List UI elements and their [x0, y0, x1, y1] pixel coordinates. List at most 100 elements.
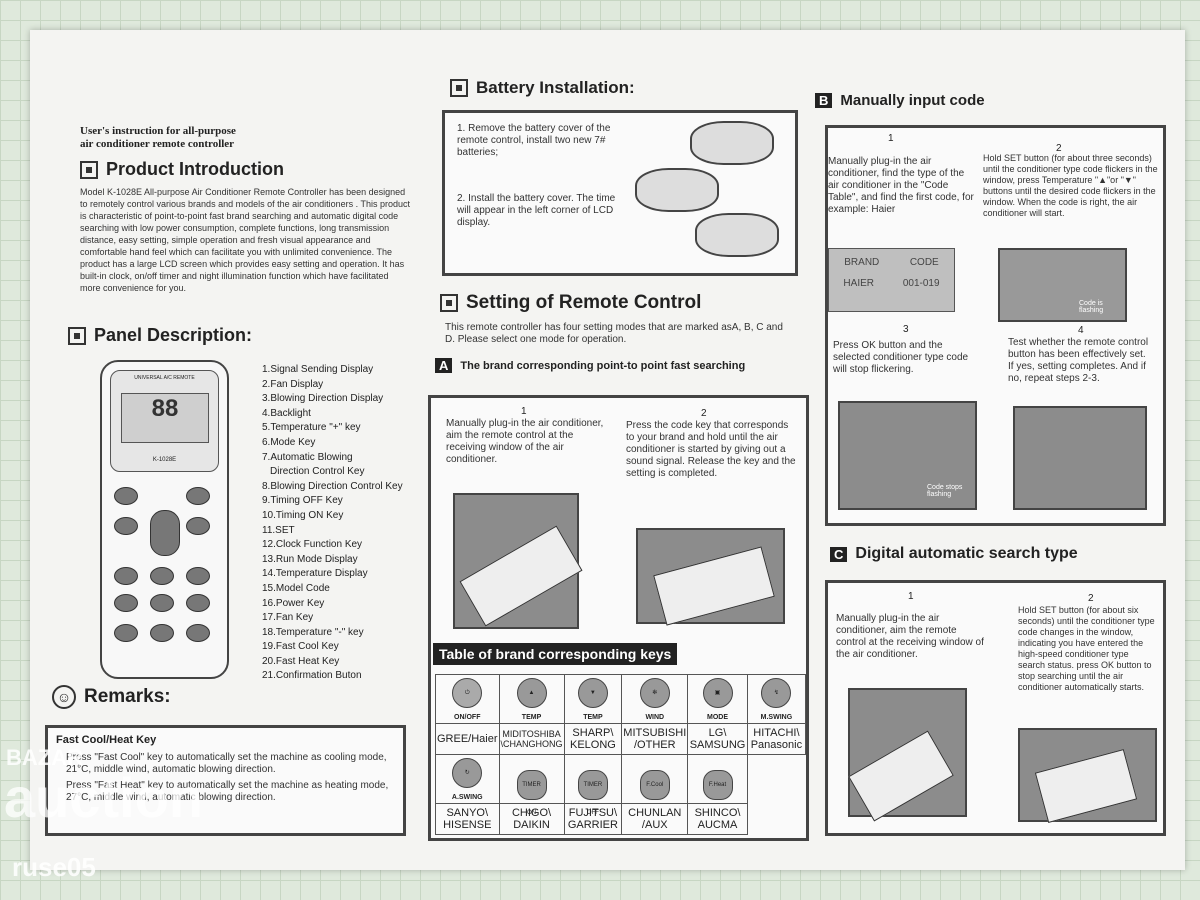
- battery-step-1: 1. Remove the battery cover of the remot…: [457, 123, 611, 158]
- remote-button-row-5: [114, 624, 210, 642]
- remote-button[interactable]: [186, 594, 210, 612]
- table-cell: ✻WIND: [621, 674, 689, 724]
- remote-screen-frame: UNIVERSAL A/C REMOTE 88 K-1028E: [110, 370, 219, 472]
- battery-illustration-2: [635, 168, 719, 212]
- battery-illustration-3: [695, 213, 779, 257]
- table-cell: F.Heat: [687, 754, 748, 804]
- remarks-title: Remarks:: [84, 686, 171, 707]
- key-label: M.SWING: [760, 714, 793, 721]
- remote-button[interactable]: [114, 517, 138, 535]
- mode-b-illustration-2: Code is flashing: [998, 248, 1127, 322]
- remote-button[interactable]: [186, 487, 210, 505]
- table-row: ⏻ON/OFF ▲TEMP ▼TEMP ✻WIND ▣MODE ↯M.SWING: [435, 674, 807, 724]
- mode-b-letter: B: [815, 93, 833, 108]
- remote-button[interactable]: [114, 487, 138, 505]
- product-intro-heading: Product Introduction: [80, 159, 410, 180]
- intro-panel: User's instruction for all-purpose air c…: [80, 125, 410, 294]
- battery-step-2: 2. Install the battery cover. The time w…: [457, 193, 616, 228]
- section-square-icon: [450, 79, 468, 97]
- key-label: TEMP: [521, 714, 542, 721]
- triangle-down-icon: ▼: [577, 678, 608, 708]
- smiley-icon: ☺: [52, 685, 76, 709]
- flash-caption-1: Code is flashing: [1079, 300, 1104, 314]
- key-label: TEMP: [583, 714, 603, 721]
- power-icon: ⏻: [452, 678, 483, 708]
- table-cell: TIMER OFF: [563, 754, 623, 816]
- panel-item: 19.Fast Cool Key: [262, 641, 339, 653]
- brand-cell: CHUNLAN /AUX: [621, 803, 689, 835]
- panel-item: 12.Clock Function Key: [262, 539, 363, 551]
- panel-items-list: 1.Signal Sending Display 2.Fan Display 3…: [262, 363, 412, 684]
- section-square-icon: [68, 326, 86, 345]
- code-value: 001-019: [902, 278, 940, 289]
- mode-b-step-3: Press OK button and the selected conditi…: [833, 340, 969, 375]
- mode-a-step-1-num: 1: [521, 406, 527, 417]
- remote-button[interactable]: [114, 594, 138, 612]
- remote-button[interactable]: [150, 594, 174, 612]
- intro-title-line1: User's instruction for all-purpose: [80, 125, 236, 137]
- watermark-top: BAZAR: [6, 745, 83, 770]
- brand-key-table: ⏻ON/OFF ▲TEMP ▼TEMP ✻WIND ▣MODE ↯M.SWING…: [435, 674, 807, 835]
- setting-intro: This remote controller has four setting …: [445, 322, 783, 345]
- mode-c-step-2: Hold SET button (for about six seconds) …: [1018, 605, 1155, 692]
- panel-item: 7.Automatic Blowing: [262, 451, 353, 463]
- panel-item: 13.Run Mode Display: [262, 553, 358, 565]
- brand-cell: CHIGO\ DAIKIN: [498, 803, 565, 835]
- remote-button[interactable]: [186, 567, 210, 585]
- panel-item: 10.Timing ON Key: [262, 509, 344, 521]
- remote-illustration: [653, 546, 775, 626]
- panel-item: 16.Power Key: [262, 597, 325, 609]
- product-intro-title: Product Introduction: [106, 159, 284, 179]
- watermark-main: auction: [4, 766, 204, 829]
- mode-b-illustration-3: Code stops flashing: [838, 401, 977, 510]
- battery-box: 1. Remove the battery cover of the remot…: [442, 110, 798, 276]
- mode-a-step-2: Press the code key that corresponds to y…: [626, 420, 796, 479]
- remote-button[interactable]: [150, 624, 174, 642]
- mode-b-step-2: Hold SET button (for about three seconds…: [983, 153, 1158, 218]
- table-row: ↻A.SWING TIMER ON TIMER OFF F.Cool F.Hea…: [435, 754, 806, 816]
- remote-brand-text: UNIVERSAL A/C REMOTE: [134, 375, 195, 381]
- table-cell: ⏻ON/OFF: [435, 674, 500, 724]
- brand-label: BRAND: [844, 257, 880, 268]
- panel-item: 6.Mode Key: [262, 436, 316, 448]
- table-cell: ▲TEMP: [498, 674, 565, 724]
- code-table-lcd: BRAND CODE HAIER 001-019: [828, 248, 955, 312]
- remote-temp-rocker[interactable]: [150, 510, 180, 556]
- key-label: A.SWING: [451, 794, 483, 801]
- mode-b-step-3-num: 3: [903, 324, 909, 335]
- remote-button[interactable]: [114, 567, 138, 585]
- remote-button[interactable]: [186, 624, 210, 642]
- remote-button[interactable]: [114, 624, 138, 642]
- mode-c-step-1: Manually plug-in the air conditioner, ai…: [836, 613, 984, 660]
- brand-cell: FUJITSU\ GARRIER: [563, 803, 623, 835]
- panel-item: 20.Fast Heat Key: [262, 655, 340, 667]
- mode-a-step-2-num: 2: [701, 408, 707, 419]
- remote-model-text: K-1028E: [152, 457, 177, 463]
- brand-value: HAIER: [843, 278, 874, 289]
- mode-b-step-1: Manually plug-in the air conditioner, fi…: [828, 156, 974, 215]
- mode-a-illustration-2: [636, 528, 785, 626]
- remote-button[interactable]: [186, 517, 210, 535]
- mode-b-step-1-num: 1: [888, 133, 894, 144]
- panel-description-title: Panel Description:: [94, 325, 253, 345]
- mode-b-step-4-num: 4: [1078, 325, 1084, 336]
- remarks-box-title: Fast Cool/Heat Key: [56, 734, 157, 746]
- remote-lcd: 88: [121, 393, 209, 443]
- code-label: CODE: [909, 257, 939, 268]
- remote-button[interactable]: [150, 567, 174, 585]
- panel-item: 4.Backlight: [262, 407, 311, 419]
- key-label: MODE: [707, 714, 729, 721]
- panel-item: Direction Control Key: [270, 466, 365, 478]
- panel-item: 3.Blowing Direction Display: [262, 393, 384, 405]
- mode-c-step-2-num: 2: [1088, 593, 1094, 604]
- timer-off-key-icon: TIMER OFF: [577, 770, 608, 816]
- table-cell: ▣MODE: [687, 674, 748, 724]
- battery-heading: Battery Installation:: [450, 78, 635, 98]
- mode-a-illustration-1: [453, 493, 583, 629]
- table-cell: ▼ TEMP: [563, 674, 623, 724]
- mode-b-step-4: Test whether the remote control button h…: [1008, 337, 1149, 384]
- section-square-icon: [440, 294, 458, 312]
- mode-b-step-2-num: 2: [1056, 143, 1062, 154]
- panel-item: 9.Timing OFF Key: [262, 495, 343, 507]
- remote-button-row-4: [114, 594, 210, 612]
